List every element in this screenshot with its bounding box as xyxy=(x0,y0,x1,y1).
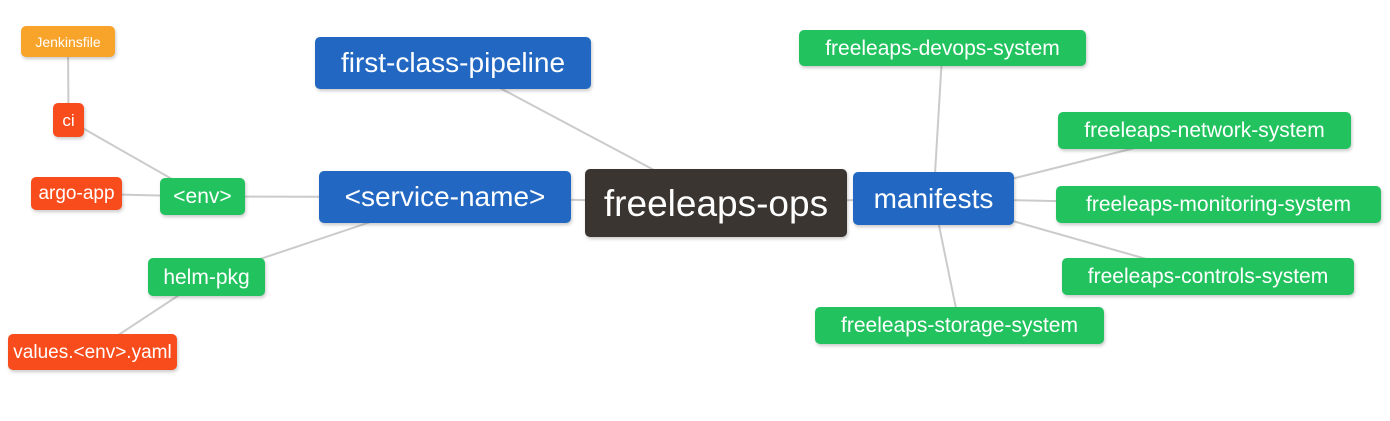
node-label: Jenkinsfile xyxy=(35,33,101,50)
node-jenkinsfile[interactable]: Jenkinsfile xyxy=(21,26,115,57)
node-freeleaps-storage-system[interactable]: freeleaps-storage-system xyxy=(815,307,1104,344)
node-freeleaps-controls-system[interactable]: freeleaps-controls-system xyxy=(1062,258,1354,295)
node-ci[interactable]: ci xyxy=(53,103,84,137)
node-label: freeleaps-network-system xyxy=(1084,119,1325,142)
node-freeleaps-network-system[interactable]: freeleaps-network-system xyxy=(1058,112,1351,149)
node-env[interactable]: <env> xyxy=(160,178,245,215)
node-manifests[interactable]: manifests xyxy=(853,172,1014,225)
node-service-name[interactable]: <service-name> xyxy=(319,171,571,223)
node-label: freeleaps-storage-system xyxy=(841,314,1078,337)
node-label: argo-app xyxy=(38,183,115,204)
node-label: freeleaps-devops-system xyxy=(825,36,1060,60)
node-first-class-pipeline[interactable]: first-class-pipeline xyxy=(315,37,591,89)
node-argo-app[interactable]: argo-app xyxy=(31,177,122,210)
node-freeleaps-monitoring-system[interactable]: freeleaps-monitoring-system xyxy=(1056,186,1381,223)
node-label: helm-pkg xyxy=(163,265,250,289)
node-label: values.<env>.yaml xyxy=(13,341,172,363)
node-helm-pkg[interactable]: helm-pkg xyxy=(148,258,265,296)
node-label: freeleaps-monitoring-system xyxy=(1086,193,1351,216)
node-label: <service-name> xyxy=(344,181,546,212)
node-label: first-class-pipeline xyxy=(340,47,566,78)
node-values-env-yaml[interactable]: values.<env>.yaml xyxy=(8,334,177,370)
node-freeleaps-ops-root[interactable]: freeleaps-ops xyxy=(585,169,847,237)
node-label: <env> xyxy=(173,185,232,208)
node-label: freeleaps-ops xyxy=(603,182,829,224)
node-freeleaps-devops-system[interactable]: freeleaps-devops-system xyxy=(799,30,1086,66)
node-label: ci xyxy=(62,110,75,130)
node-label: manifests xyxy=(873,182,994,214)
node-label: freeleaps-controls-system xyxy=(1087,265,1329,288)
